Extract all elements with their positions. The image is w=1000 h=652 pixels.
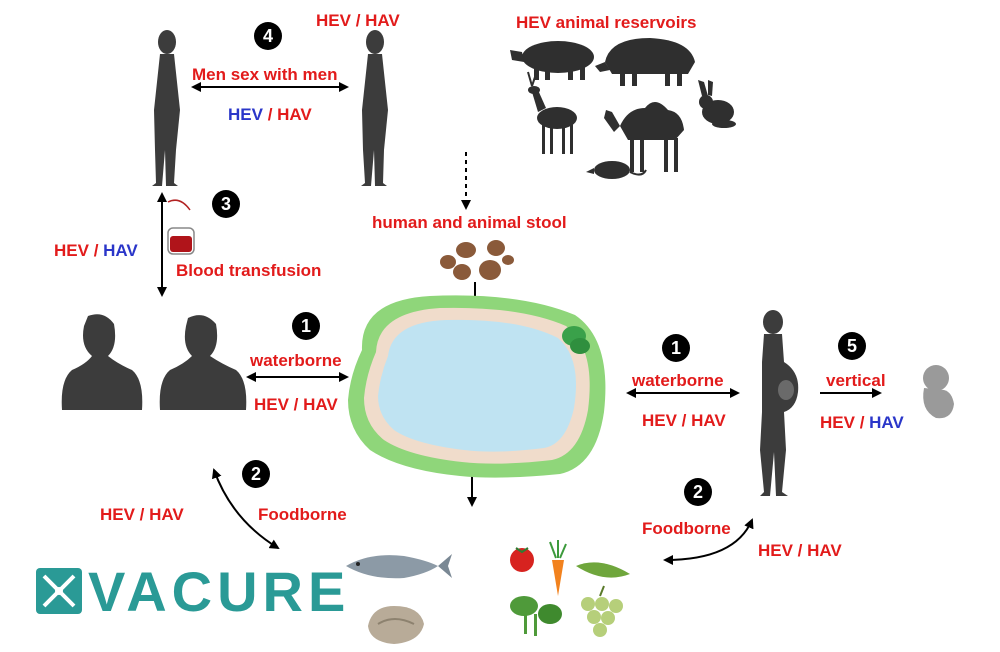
step-badge-1-left: 1 xyxy=(292,312,320,340)
stool-icon xyxy=(440,240,514,280)
foodborne-left-label: Foodborne xyxy=(258,505,347,524)
fish-icon xyxy=(346,554,452,579)
oyster-icon xyxy=(368,606,424,644)
step-badge-5: 5 xyxy=(838,332,866,360)
vacure-logo-icon xyxy=(36,568,82,614)
blood-virus-pair-label: HEV / HAV xyxy=(54,241,138,260)
foodborne-right-virus-label: HEV / HAV xyxy=(758,541,842,560)
step-badge-4: 4 xyxy=(254,22,282,50)
foodborne-right-label: Foodborne xyxy=(642,519,731,538)
foodborne-left-virus-label: HEV / HAV xyxy=(100,505,184,524)
rat-icon xyxy=(586,161,647,179)
human-silhouette-icon xyxy=(152,30,180,186)
camel-icon xyxy=(604,101,684,172)
blood-bag-icon xyxy=(167,199,195,255)
human-silhouette-icon xyxy=(361,30,388,186)
vertical-virus-pair-label: HEV / HAV xyxy=(820,413,904,432)
blood-transfusion-label: Blood transfusion xyxy=(176,261,322,280)
msm-virus-pair-label: HEV / HAV xyxy=(228,105,312,124)
grapes-icon xyxy=(581,585,623,637)
tomato-icon xyxy=(510,547,534,572)
lettuce-icon xyxy=(510,596,562,636)
vacure-logo-text: VACURE xyxy=(88,560,351,623)
waterborne-left-virus-label: HEV / HAV xyxy=(254,395,338,414)
deer-icon xyxy=(527,71,577,154)
msm-label: Men sex with men xyxy=(192,65,338,84)
waterborne-right-label: waterborne xyxy=(632,371,724,390)
vertical-label: vertical xyxy=(826,371,886,390)
human-silhouette-icon xyxy=(61,314,143,410)
reservoirs-label: HEV animal reservoirs xyxy=(516,13,697,32)
stool-label: human and animal stool xyxy=(372,213,567,232)
foodborne-right-arrow xyxy=(663,518,754,565)
step-badge-3: 3 xyxy=(212,190,240,218)
pig-icon xyxy=(510,41,594,80)
step-badge-1-right: 1 xyxy=(662,334,690,362)
pregnant-woman-icon xyxy=(760,310,799,496)
boar-icon xyxy=(595,38,695,86)
rabbit-icon xyxy=(698,80,736,128)
carrot-icon xyxy=(549,540,567,596)
waterborne-left-label: waterborne xyxy=(250,351,342,370)
pea-pod-icon xyxy=(576,562,630,578)
step-badge-2-right: 2 xyxy=(684,478,712,506)
human-silhouette-icon xyxy=(159,315,247,410)
waterborne-right-virus-label: HEV / HAV xyxy=(642,411,726,430)
fetus-icon xyxy=(923,365,954,419)
pond-icon xyxy=(348,295,606,478)
foodborne-left-arrow xyxy=(212,468,280,550)
top-virus-pair-label: HEV / HAV xyxy=(316,11,400,30)
step-badge-2-left: 2 xyxy=(242,460,270,488)
